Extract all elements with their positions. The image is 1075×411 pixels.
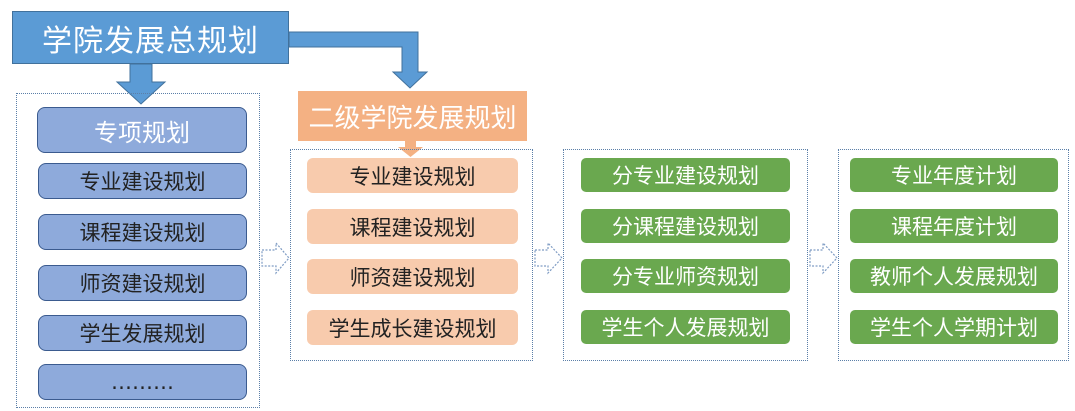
college-plan-header: 二级学院发展规划: [298, 91, 527, 141]
college-plan-group: [290, 149, 533, 361]
college-plan-item-label: 师资建设规划: [349, 265, 476, 290]
annual-plan-item: 学生个人学期计划: [850, 310, 1058, 344]
special-plan-header: 专项规划: [37, 107, 247, 153]
special-plan-item: 师资建设规划: [38, 265, 247, 301]
annual-plan-item: 教师个人发展规划: [850, 259, 1058, 293]
right-arrow-2: [534, 241, 563, 275]
annual-plan-item-label: 课程年度计划: [891, 215, 1017, 239]
sub-plan-item-label: 分专业建设规划: [612, 164, 759, 188]
special-plan-title: 专项规划: [94, 118, 190, 147]
special-plan-item-label: 学生发展规划: [79, 322, 206, 346]
sub-plan-item: 分专业师资规划: [581, 259, 790, 293]
sub-plan-item-label: 学生个人发展规划: [601, 316, 770, 340]
special-plan-group: [16, 93, 260, 408]
special-plan-item-label: 师资建设规划: [79, 272, 206, 296]
annual-plan-group: [838, 149, 1069, 361]
annual-plan-item: 课程年度计划: [850, 209, 1058, 243]
special-plan-item: 课程建设规划: [38, 214, 247, 250]
sub-plan-item-label: 分专业师资规划: [612, 265, 759, 289]
college-plan-item: 师资建设规划: [307, 259, 518, 294]
college-plan-title: 二级学院发展规划: [308, 103, 517, 134]
college-plan-item-label: 课程建设规划: [349, 215, 476, 240]
right-arrow-1: [261, 241, 290, 275]
college-plan-item: 专业建设规划: [307, 158, 518, 193]
right-arrow-3: [809, 241, 838, 275]
top-plan-title: 学院发展总规划: [42, 23, 259, 59]
sub-plan-item: 分专业建设规划: [581, 158, 790, 192]
annual-plan-item-label: 学生个人学期计划: [870, 316, 1038, 340]
top-plan-box: 学院发展总规划: [12, 11, 289, 64]
elbow-arrow-to-college: [288, 31, 429, 89]
college-plan-item: 学生成长建设规划: [307, 310, 518, 345]
special-plan-item: 专业建设规划: [38, 163, 247, 199]
special-plan-item-label: 课程建设规划: [79, 221, 206, 245]
sub-plan-group: [563, 149, 808, 361]
annual-plan-item-label: 教师个人发展规划: [870, 265, 1038, 289]
college-plan-item: 课程建设规划: [307, 209, 518, 244]
special-plan-item: 学生发展规划: [38, 315, 247, 351]
special-plan-item: ………: [38, 364, 247, 400]
college-plan-item-label: 专业建设规划: [349, 164, 476, 189]
sub-plan-item: 分课程建设规划: [581, 209, 790, 243]
sub-plan-item-label: 分课程建设规划: [612, 215, 759, 239]
college-plan-item-label: 学生成长建设规划: [328, 316, 497, 341]
annual-plan-item-label: 专业年度计划: [891, 164, 1017, 188]
sub-plan-item: 学生个人发展规划: [581, 310, 790, 344]
special-plan-item-label: ………: [111, 370, 174, 394]
annual-plan-item: 专业年度计划: [850, 158, 1058, 192]
special-plan-item-label: 专业建设规划: [79, 170, 206, 194]
